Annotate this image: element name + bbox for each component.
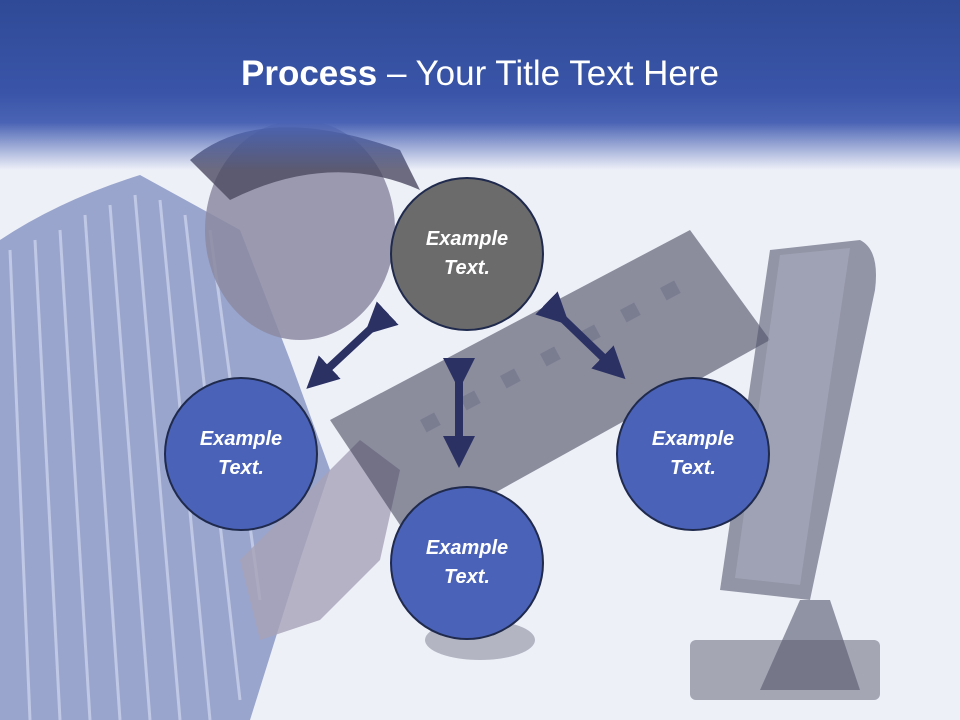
node-bottom-line1: Example — [425, 537, 509, 559]
node-left-line1: Example — [199, 428, 283, 450]
title-rest: – Your Title Text Here — [377, 54, 719, 93]
node-top-line1: Example — [425, 228, 509, 250]
node-right-line1: Example — [651, 428, 735, 450]
node-top-line2: Text. — [444, 257, 490, 279]
title-bold: Process — [241, 54, 378, 93]
arrow-top-right — [535, 291, 626, 380]
header-band — [0, 0, 960, 170]
node-left-line2: Text. — [218, 457, 264, 479]
node-right-line2: Text. — [670, 457, 716, 479]
arrow-top-left — [306, 301, 399, 389]
page-title: Process – Your Title Text Here — [0, 52, 960, 96]
node-bottom-line2: Text. — [444, 566, 490, 588]
